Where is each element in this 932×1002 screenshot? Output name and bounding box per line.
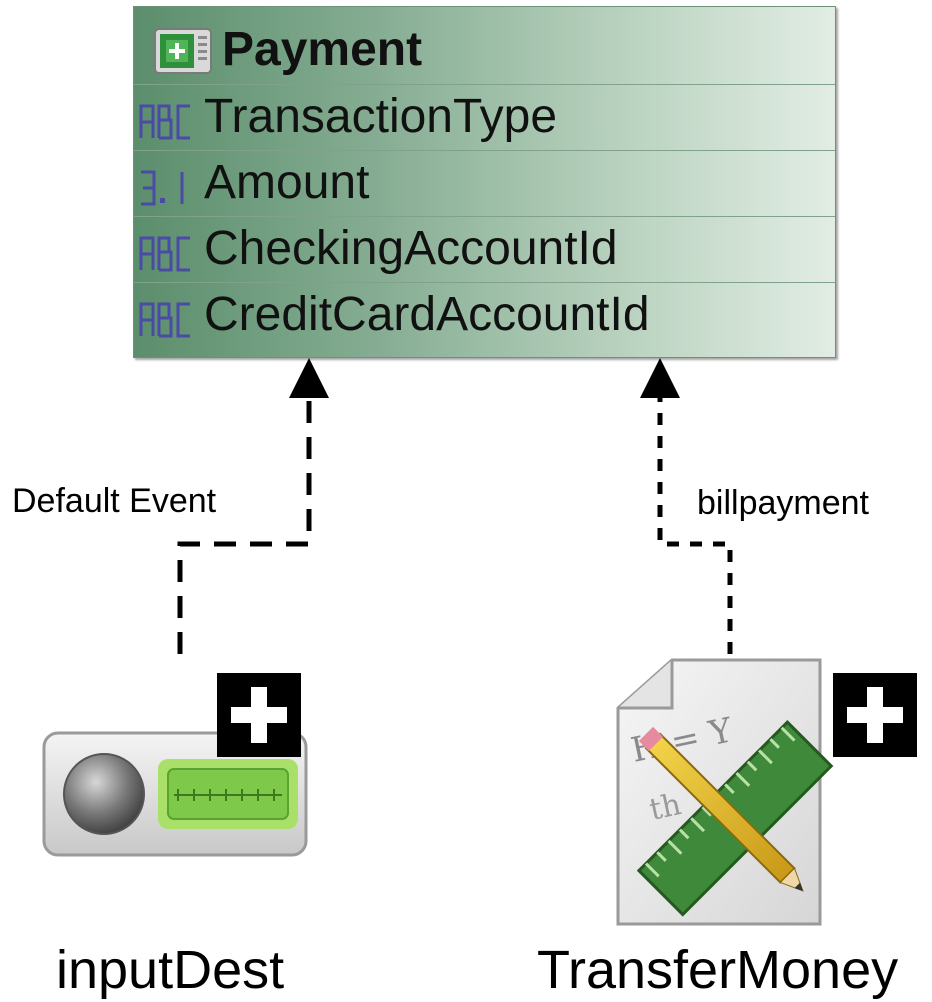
string-type-icon xyxy=(139,236,190,272)
string-type-icon xyxy=(139,302,190,338)
attribute-name: TransactionType xyxy=(204,90,558,143)
attribute-row[interactable]: Amount xyxy=(134,151,835,217)
node-label-transfermoney: TransferMoney xyxy=(537,940,899,1000)
node-label-inputdest: inputDest xyxy=(56,940,285,1000)
number-type-icon xyxy=(141,170,184,206)
expand-plus-icon[interactable] xyxy=(833,673,917,757)
edge-label-default-event: Default Event xyxy=(12,482,217,520)
payment-entity-box[interactable]: Payment TransactionType Amount xyxy=(133,6,836,358)
attribute-row[interactable]: CreditCardAccountId xyxy=(134,283,835,349)
script-document-icon[interactable]: H = Y th xyxy=(612,656,838,930)
attribute-name: CheckingAccountId xyxy=(204,222,618,275)
entity-table-icon xyxy=(154,28,212,74)
expand-plus-icon[interactable] xyxy=(217,673,301,757)
edge-default-event-arrowhead xyxy=(289,358,329,398)
edge-default-event-line[interactable] xyxy=(177,394,312,654)
edge-billpayment-line[interactable] xyxy=(657,394,733,654)
entity-header[interactable]: Payment xyxy=(134,7,835,85)
edge-billpayment-arrowhead xyxy=(640,358,680,398)
attribute-row[interactable]: TransactionType xyxy=(134,85,835,151)
string-type-icon xyxy=(139,104,190,140)
attribute-name: Amount xyxy=(204,156,370,209)
entity-title: Payment xyxy=(222,23,423,76)
attribute-name: CreditCardAccountId xyxy=(204,288,650,341)
attribute-row[interactable]: CheckingAccountId xyxy=(134,217,835,283)
edge-label-billpayment: billpayment xyxy=(697,484,869,522)
input-device-icon[interactable] xyxy=(42,729,310,859)
svg-text:th: th xyxy=(646,787,684,828)
